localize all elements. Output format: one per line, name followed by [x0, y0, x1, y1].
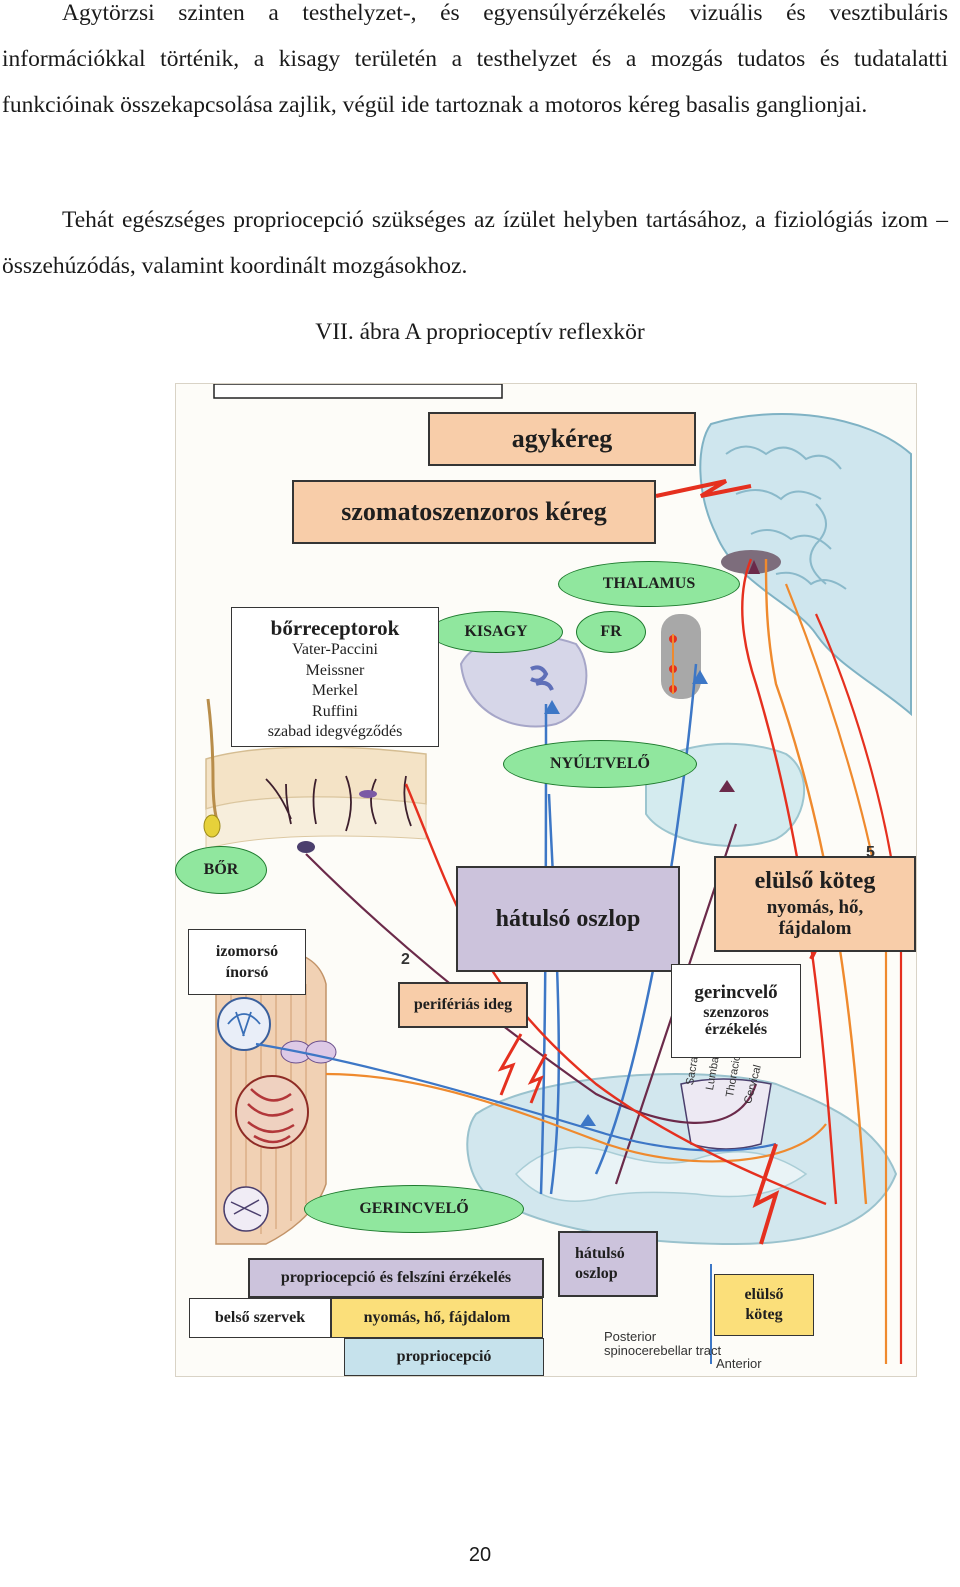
tract-blue-1 — [547, 793, 561, 1195]
label-anterior: Anterior — [716, 1356, 762, 1371]
tract-maroon-2 — [305, 853, 758, 1124]
label-kisagy: KISAGY — [429, 611, 563, 653]
hatulso-small-line2: oszlop — [575, 1265, 618, 1282]
legend-belso-szervek: belső szervek — [189, 1298, 331, 1338]
arrow-up-2 — [692, 670, 708, 684]
anatomy-illustration — [203, 384, 912, 1364]
lightning-2 — [655, 479, 752, 498]
hair-follicle-bulb — [203, 814, 221, 838]
legend-propriocepcio: propriocepció — [344, 1338, 544, 1376]
label-num-5: 5 — [866, 844, 875, 861]
label-elulso-koteg: elülső köteg nyomás, hő, fájdalom — [714, 856, 916, 952]
elulso-koteg-title: elülső köteg — [754, 868, 876, 895]
label-posterior: Posterior — [604, 1329, 657, 1344]
body-paragraph-1: Agytörzsi szinten a testhelyzet-, és egy… — [2, 0, 948, 118]
legend-propriocepcio-felszini: propriocepció és felszíni érzékelés — [248, 1258, 544, 1298]
meissner-corpuscle — [359, 790, 377, 798]
cerebral-cortex — [699, 413, 912, 717]
cerebellum-nuclei — [530, 665, 554, 691]
label-izomorso: izomorsó ínorsó — [188, 929, 306, 995]
muscle-spindle-detail — [217, 997, 271, 1051]
tract-red-2 — [741, 558, 838, 1205]
label-spino: spinocerebellar tract — [604, 1343, 722, 1358]
tract-orange-3 — [784, 583, 888, 1364]
label-fr: FR — [576, 611, 646, 653]
label-szomatoszenzoros: szomatoszenzoros kéreg — [292, 480, 656, 544]
top-blank-bar — [213, 384, 503, 399]
borreceptorok-title: bőrreceptorok — [270, 616, 400, 640]
label-elulso-koteg-small: elülső köteg — [714, 1274, 814, 1336]
label-hatulso-oszlop: hátulsó oszlop — [456, 866, 680, 972]
tract-orange-1 — [325, 1072, 827, 1163]
elulso-small-line2: köteg — [745, 1306, 783, 1323]
label-gerincvelo-box: gerincvelő szenzoros érzékelés — [671, 964, 801, 1058]
lightning-6 — [527, 1053, 548, 1104]
label-borreceptorok: bőrreceptorok Vater-Paccini Meissner Mer… — [231, 607, 439, 747]
label-bor: BŐR — [175, 846, 267, 894]
muscle-fiber-detail — [235, 1075, 309, 1149]
receptor-item: Vater-Paccini — [292, 641, 378, 659]
receptor-branches — [265, 775, 412, 832]
tract-orange-2 — [764, 558, 868, 1205]
striated-fibers — [247, 1088, 295, 1144]
golgi-branches — [230, 1199, 262, 1217]
pacinian-corpuscle — [297, 841, 315, 853]
hatulso-small-line1: hátulsó — [575, 1245, 625, 1262]
arrow-up-1 — [544, 700, 560, 714]
arrow-up-3 — [748, 560, 760, 574]
inorso-line: ínorsó — [225, 964, 269, 981]
tract-red-1 — [404, 783, 827, 1206]
receptor-item: szabad idegvégződés — [267, 723, 403, 741]
label-nyultvelo: NYÚLTVELŐ — [503, 740, 697, 788]
gerincvelo-box-title: gerincvelő — [694, 981, 778, 1003]
arrow-up-5 — [580, 1114, 596, 1126]
label-hatulso-oszlop-small: hátulsó oszlop — [558, 1231, 658, 1297]
receptor-item: Merkel — [311, 682, 359, 700]
receptor-item: Meissner — [305, 661, 365, 679]
cortex-folds — [725, 445, 847, 590]
tract-blue-4 — [255, 1042, 777, 1152]
proprioceptive-reflex-figure: 2 5 Posterior spinocerebellar tract Ante… — [175, 383, 917, 1377]
gerincvelo-box-sub2: érzékelés — [704, 1021, 768, 1039]
receptor-item: Ruffini — [312, 702, 358, 720]
legend-nyomas-ho-fajdalom: nyomás, hő, fájdalom — [331, 1298, 543, 1338]
page-number: 20 — [468, 1544, 492, 1566]
brainstem-grey-shape — [661, 614, 701, 699]
spinal-levels-diagram — [680, 1078, 772, 1150]
label-agykereg: agykéreg — [428, 412, 696, 466]
label-periferias-ideg: perifériás ideg — [398, 982, 528, 1028]
label-gerincvelo: GERINCVELŐ — [304, 1185, 524, 1233]
elulso-koteg-sub1: nyomás, hő, — [766, 896, 864, 918]
label-num-2: 2 — [401, 951, 410, 968]
figure-caption: VII. ábra A proprioceptív reflexkör — [315, 319, 645, 345]
spindle-nerve — [227, 1011, 261, 1037]
izomorso-line: izomorsó — [215, 943, 279, 960]
elulso-small-line1: elülső — [744, 1286, 784, 1303]
hair-shaft — [206, 698, 220, 825]
elulso-koteg-sub2: fájdalom — [778, 917, 852, 939]
label-thalamus: THALAMUS — [558, 561, 740, 607]
lightning-4 — [752, 1143, 780, 1245]
gerincvelo-box-sub1: szenzoros — [703, 1003, 769, 1021]
tract-red-3 — [814, 613, 903, 1364]
body-paragraph-2: Tehát egészséges propriocepció szükséges… — [2, 207, 948, 279]
arrow-up-4 — [719, 780, 735, 792]
lightning-5 — [497, 1033, 523, 1096]
